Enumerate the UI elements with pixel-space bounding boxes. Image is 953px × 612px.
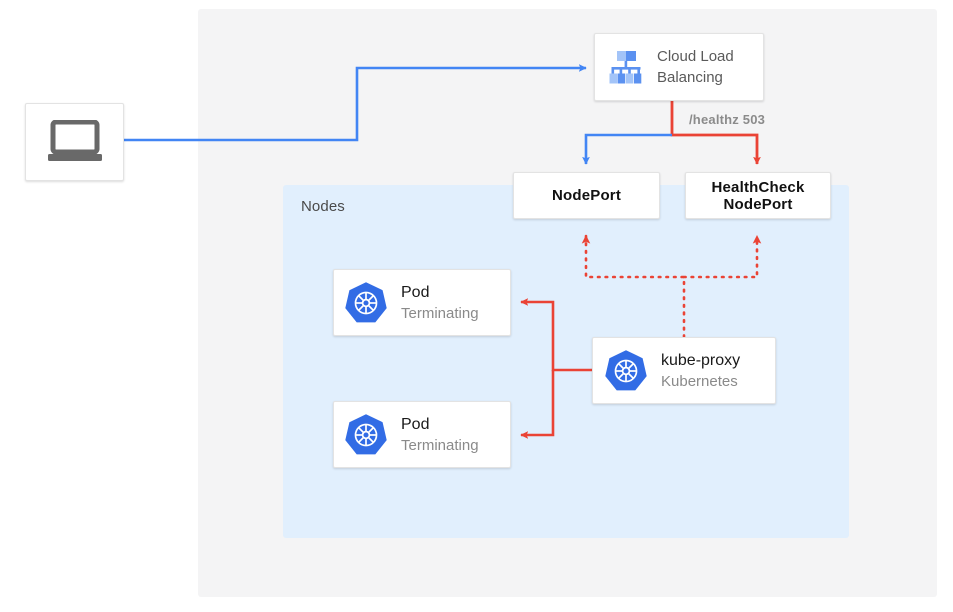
pod-2-text: Pod Terminating [401, 414, 479, 456]
healthcheck-nodeport-label-line2: NodePort [723, 195, 793, 213]
nodeport-label-line1: NodePort [551, 187, 622, 204]
kubernetes-icon [345, 281, 387, 322]
pod-1-title: Pod [401, 283, 430, 301]
pod-2-card[interactable]: Pod Terminating [333, 401, 511, 468]
pod-2-status: Terminating [401, 436, 479, 454]
healthcheck-nodeport-label-line1: HealthCheck [711, 178, 805, 196]
laptop-icon [47, 120, 102, 161]
healthz-edge-label: /healthz 503 [689, 112, 766, 127]
pod-1-text: Pod Terminating [401, 282, 479, 324]
cloud-load-balancing-label-line2: Balancing [657, 69, 723, 86]
kube-proxy-title: kube-proxy [661, 351, 741, 369]
cloud-load-balancing-label-line1: Cloud Load [657, 48, 734, 65]
cloud-load-balancing-icon [609, 51, 642, 84]
pod-1-status: Terminating [401, 304, 479, 322]
healthcheck-nodeport-card[interactable]: HealthCheck NodePort [685, 172, 831, 219]
cloud-load-balancing-label: Cloud Load Balancing [657, 46, 734, 88]
nodes-region-label: Nodes [301, 198, 345, 215]
kube-proxy-text: kube-proxy Kubernetes [661, 350, 740, 392]
pod-1-card[interactable]: Pod Terminating [333, 269, 511, 336]
kubernetes-icon [345, 413, 387, 454]
nodeport-card[interactable]: NodePort [513, 172, 660, 219]
kube-proxy-card[interactable]: kube-proxy Kubernetes [592, 337, 776, 404]
cloud-load-balancing-card[interactable]: Cloud Load Balancing [594, 33, 764, 101]
kube-proxy-subtitle: Kubernetes [661, 372, 738, 390]
healthcheck-nodeport-label: HealthCheck NodePort [686, 173, 830, 218]
kubernetes-icon [605, 349, 647, 390]
pod-2-title: Pod [401, 415, 430, 433]
nodeport-label: NodePort [514, 173, 659, 218]
client-laptop-card[interactable] [25, 103, 124, 181]
